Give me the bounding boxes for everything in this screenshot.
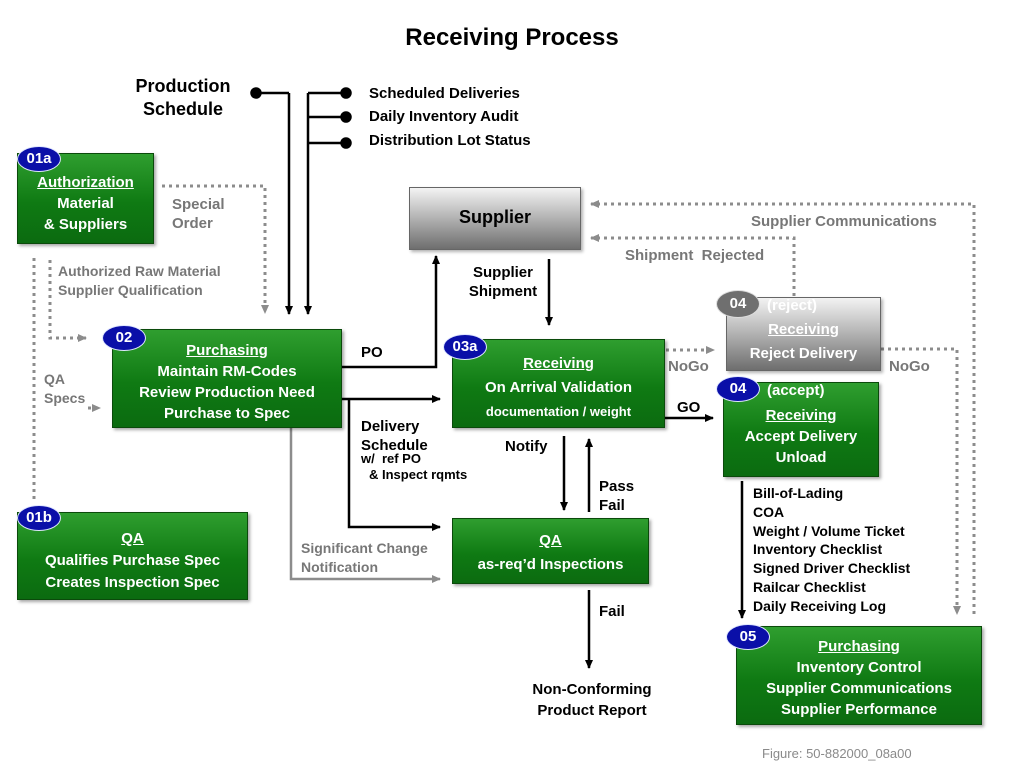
production-schedule-label: Production Schedule [124, 75, 242, 121]
document-item: COA [753, 503, 785, 520]
authorization-header: Authorization [37, 174, 134, 191]
purchasing-header: Purchasing [186, 342, 268, 359]
purchasing-line2: Review Production Need [139, 384, 315, 401]
delivery-schedule-line2: Schedule [361, 437, 428, 454]
receiving-validation-line1: On Arrival Validation [485, 379, 632, 396]
accept-delivery-header: Receiving [765, 407, 837, 424]
document-item: Weight / Volume Ticket [753, 522, 905, 539]
shipment-rejected-label: Shipment Rejected [625, 247, 765, 264]
fail-upper-label: Fail [599, 497, 625, 514]
purchasing-final-line1: Inventory Control [796, 659, 922, 676]
daily-inventory-audit-label: Daily Inventory Audit [369, 108, 519, 125]
accept-delivery-line1: Accept Delivery [744, 428, 858, 445]
purchasing-final-line2: Supplier Communications [766, 680, 952, 697]
fail-lower-label: Fail [599, 603, 625, 620]
purchasing-box: Purchasing Maintain RM-Codes Review Prod… [112, 329, 342, 428]
nonconforming-line1: Non-Conforming [532, 681, 652, 698]
purchasing-line3: Purchase to Spec [164, 405, 290, 422]
special-order-line1: Special [172, 196, 225, 213]
delivery-schedule-label: Delivery Schedule [361, 417, 428, 455]
diagram-title: Receiving Process [405, 24, 619, 51]
accept-delivery-line2: Unload [775, 449, 827, 466]
nogo-right-label: NoGo [889, 358, 930, 375]
purchasing-final-box: Purchasing Inventory Control Supplier Co… [736, 626, 982, 725]
go-label: GO [677, 399, 701, 416]
documents-list: Bill-of-Lading COA Weight / Volume Ticke… [753, 484, 910, 616]
significant-change-label: Significant Change Notification [301, 539, 428, 577]
document-item: Daily Receiving Log [753, 597, 887, 614]
supplier-shipment-label: Supplier Shipment [458, 263, 548, 301]
reject-delivery-line1: Reject Delivery [749, 345, 858, 362]
purchasing-badge: 02 [102, 325, 146, 351]
qa-specs-label: QA Specs [44, 370, 85, 408]
purchasing-final-header: Purchasing [818, 638, 900, 655]
purchasing-line1: Maintain RM-Codes [157, 363, 297, 380]
special-order-label: Special Order [172, 195, 225, 233]
supplier-box: Supplier [409, 187, 581, 250]
qa-specs-line2: Specs [44, 390, 86, 406]
dotted-flows [32, 184, 976, 615]
qa-specs-line1: Qualifies Purchase Spec [44, 552, 221, 569]
inspect-rqmts-label: & Inspect rqmts [369, 467, 468, 482]
authorized-rm-line1: Authorized Raw Material [58, 263, 221, 279]
reject-tag: (reject) [767, 297, 818, 314]
nogo-left-label: NoGo [668, 358, 709, 375]
figure-caption: Figure: 50-882000_08a00 [762, 746, 912, 761]
receiving-validation-header: Receiving [523, 355, 594, 372]
receiving-validation-badge: 03a [443, 334, 487, 360]
qa-specs-header: QA [121, 530, 144, 547]
production-schedule-connectors [250, 87, 352, 315]
reject-badge: 04 [716, 290, 760, 318]
authorization-line2: & Suppliers [43, 216, 128, 233]
purchasing-final-line3: Supplier Performance [781, 701, 937, 718]
document-item: Inventory Checklist [753, 541, 883, 558]
accept-badge: 04 [716, 376, 760, 402]
purchasing-final-badge: 05 [726, 624, 770, 650]
supplier-shipment-line2: Shipment [468, 283, 538, 300]
production-schedule-line2: Schedule [142, 99, 224, 119]
document-item: Bill-of-Lading [753, 485, 844, 501]
scheduled-deliveries-label: Scheduled Deliveries [369, 85, 520, 102]
document-item: Railcar Checklist [753, 578, 866, 595]
qa-specs-line2: Creates Inspection Spec [45, 574, 220, 591]
qa-specs-box: QA Qualifies Purchase Spec Creates Inspe… [17, 512, 248, 600]
supplier-communications-label: Supplier Communications [751, 213, 937, 230]
special-order-line2: Order [172, 215, 213, 232]
qa-specs-badge: 01b [17, 505, 61, 531]
reject-delivery-header: Receiving [768, 321, 839, 338]
significant-change-line2: Notification [301, 559, 378, 575]
flow-arrows [342, 255, 746, 669]
nonconforming-report-label: Non-Conforming Product Report [508, 679, 676, 721]
authorized-rm-line2: Supplier Qualification [58, 282, 203, 298]
authorized-rm-label: Authorized Raw Material Supplier Qualifi… [58, 262, 221, 300]
qa-specs-line1: QA [44, 371, 65, 387]
receiving-validation-box: Receiving On Arrival Validation document… [452, 339, 665, 428]
qa-inspection-header: QA [539, 532, 562, 549]
accept-tag: (accept) [767, 382, 825, 399]
receiving-validation-line2: documentation / weight [485, 404, 632, 419]
distribution-lot-status-label: Distribution Lot Status [369, 132, 531, 149]
w-ref-po-label: w/ ref PO [361, 451, 421, 466]
authorization-line1: Material [57, 195, 114, 212]
qa-inspection-box: QA as-req’d Inspections [452, 518, 649, 584]
delivery-schedule-line1: Delivery [361, 418, 420, 435]
production-schedule-line1: Production [135, 76, 231, 96]
significant-change-line1: Significant Change [301, 540, 428, 556]
authorization-badge: 01a [17, 146, 61, 172]
notify-label: Notify [505, 438, 548, 455]
significant-change-arrow [289, 428, 441, 583]
supplier-shipment-line1: Supplier [472, 264, 533, 281]
document-item: Signed Driver Checklist [753, 560, 911, 577]
qa-inspection-line1: as-req’d Inspections [477, 556, 624, 573]
nonconforming-line2: Product Report [537, 702, 647, 719]
po-label: PO [361, 344, 383, 361]
supplier-label: Supplier [458, 207, 531, 227]
pass-label: Pass [599, 478, 635, 495]
